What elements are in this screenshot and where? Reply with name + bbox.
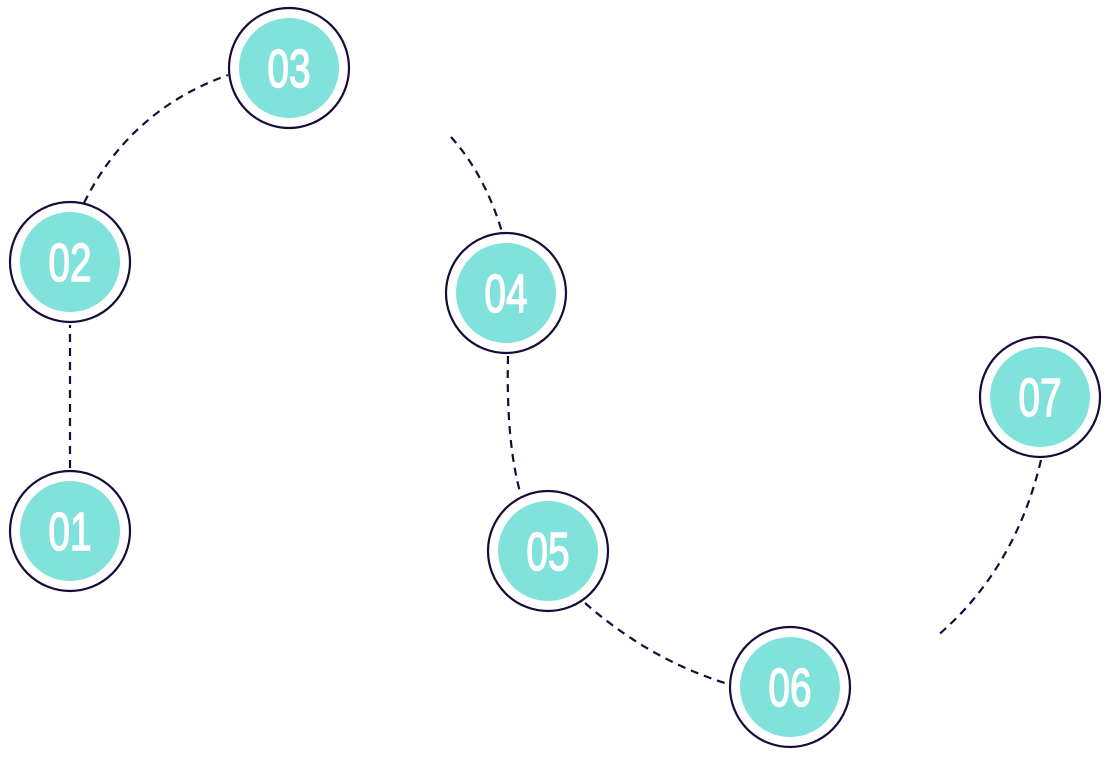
step-node-01: 01 [8, 469, 132, 593]
step-inner-disc [498, 501, 598, 601]
step-node-02: 02 [8, 200, 132, 324]
step-number: 04 [484, 263, 527, 324]
step-number: 01 [48, 501, 91, 562]
step-node-03: 03 [227, 6, 351, 130]
step-number: 06 [768, 657, 811, 718]
step-number: 03 [267, 38, 310, 99]
step-number: 05 [526, 521, 569, 582]
connector-02-03 [83, 73, 229, 204]
step-number: 07 [1018, 367, 1061, 428]
step-node-06: 06 [728, 625, 852, 749]
step-inner-disc [20, 212, 120, 312]
step-node-07: 07 [978, 335, 1102, 459]
step-inner-disc [740, 637, 840, 737]
step-number: 02 [48, 232, 91, 293]
connector-07 [935, 459, 1043, 638]
step-inner-disc [990, 347, 1090, 447]
connector-04-05 [506, 355, 522, 493]
step-node-05: 05 [486, 489, 610, 613]
step-node-04: 04 [444, 231, 568, 355]
connector-03-04 [450, 136, 504, 233]
connector-05-06 [584, 602, 729, 686]
step-inner-disc [20, 481, 120, 581]
step-inner-disc [456, 243, 556, 343]
step-inner-disc [239, 18, 339, 118]
